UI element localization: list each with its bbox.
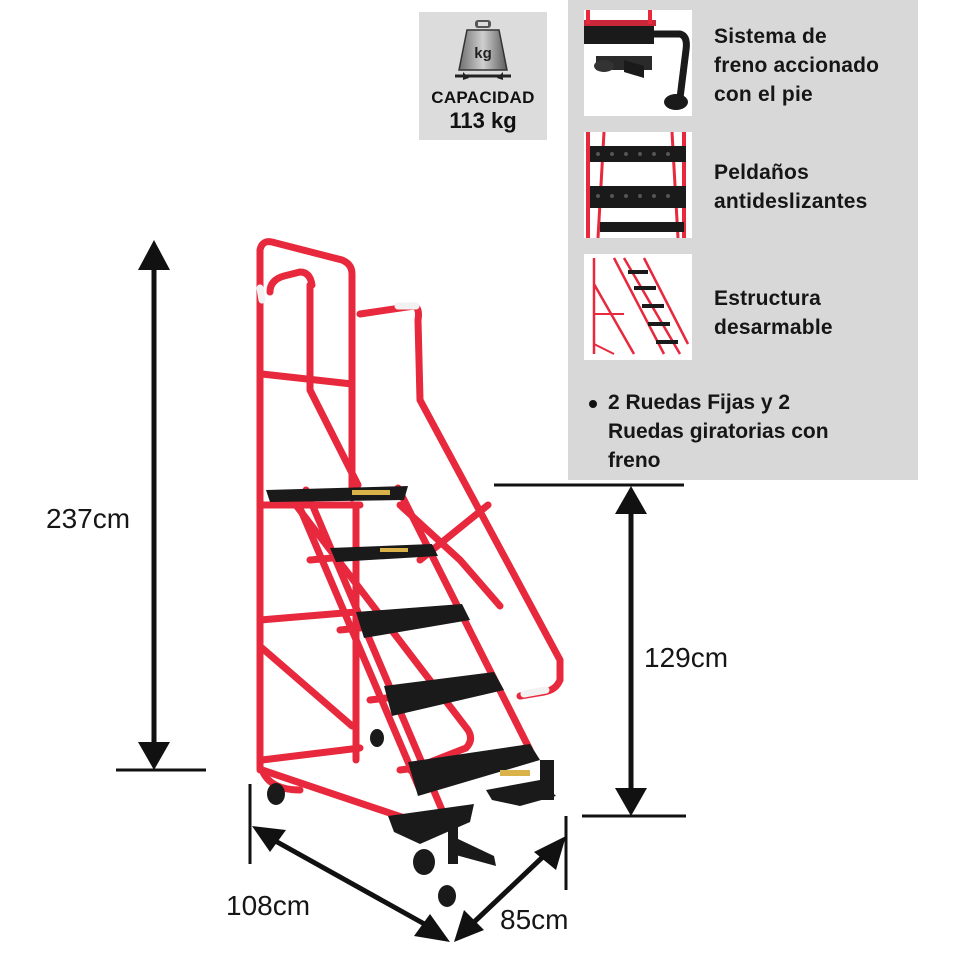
feature-line: Sistema de [714, 25, 827, 48]
length-arrow [248, 784, 450, 942]
removable-structure-thumbnail [584, 254, 692, 360]
feature-line: freno accionado [714, 54, 880, 77]
feature-line: con el pie [714, 83, 813, 106]
brake-pedal [486, 780, 556, 806]
width-label: 85cm [500, 904, 569, 935]
capacity-badge: kg CAPACIDAD 113 kg [419, 12, 547, 140]
brake-pedal-thumbnail [584, 10, 692, 116]
feature-line: desarmable [714, 316, 833, 339]
ladder-frame [256, 238, 564, 834]
feature-panel: Sistema de freno accionado con el pie Pe… [568, 0, 918, 480]
brake-pedal [452, 838, 496, 866]
length-label: 108cm [226, 890, 311, 921]
handrail-caps [256, 284, 550, 698]
brake-post [540, 760, 554, 800]
ladder-steps [266, 486, 540, 844]
feature-brake-label: Sistema de freno accionado con el pie [714, 22, 879, 109]
step [408, 744, 540, 796]
bullet-line: Ruedas giratorias con [608, 420, 829, 443]
feature-structure-label: Estructura desarmable [714, 284, 833, 342]
bullet-dot-icon [589, 400, 597, 408]
wheel [438, 885, 456, 907]
capacity-label: CAPACIDAD [431, 88, 535, 107]
step [356, 604, 470, 638]
wheel [370, 729, 384, 747]
height-arrow [116, 240, 206, 772]
bullet-line: 2 Ruedas Fijas y 2 [608, 391, 791, 414]
feature-line: Estructura [714, 287, 822, 310]
capacity-value: 113 kg [449, 108, 517, 133]
width-arrow [454, 816, 568, 942]
kg-icon-text: kg [474, 45, 492, 62]
feature-line: Peldaños [714, 161, 809, 184]
wheel [267, 783, 285, 805]
step [330, 544, 438, 562]
bottom-step [388, 804, 474, 844]
kg-weight-icon: kg [455, 20, 511, 80]
bullet-line: freno [608, 449, 661, 472]
feature-steps-label: Peldaños antideslizantes [714, 158, 868, 216]
anti-slip-steps-thumbnail [584, 132, 692, 238]
feature-line: antideslizantes [714, 190, 868, 213]
step-tape [352, 490, 530, 776]
wheel [413, 849, 435, 875]
wheels-bullet: 2 Ruedas Fijas y 2 Ruedas giratorias con… [608, 388, 908, 475]
step [384, 672, 504, 716]
total-height-label: 237cm [46, 503, 131, 534]
platform-height-arrow [494, 483, 686, 818]
platform-height-label: 129cm [644, 642, 729, 673]
wheels-and-brakes [267, 729, 556, 907]
